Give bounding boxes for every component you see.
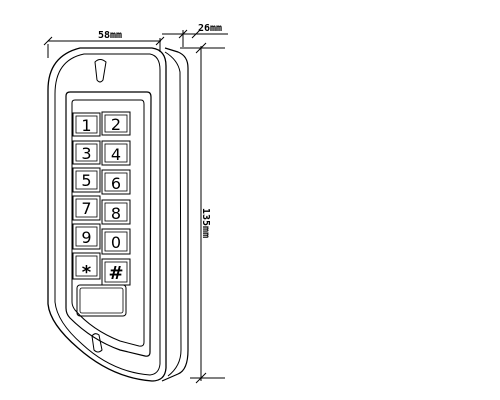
key-3-label: 3 (81, 144, 91, 163)
bottom-notch (91, 333, 103, 353)
outer-frame (47, 47, 167, 382)
height-label: 135mm (200, 208, 211, 238)
key-3[interactable]: 3 (72, 140, 101, 165)
key-6[interactable]: 6 (101, 169, 131, 195)
outer-frame-inner (54, 53, 161, 376)
width-label: 58mm (98, 30, 122, 41)
key-9[interactable]: 9 (72, 223, 101, 250)
key-0-label: 0 (111, 233, 121, 252)
side-shell (161, 47, 189, 382)
key-0[interactable]: 0 (101, 228, 131, 255)
card-reader-window (76, 284, 127, 317)
key-8[interactable]: 8 (101, 199, 131, 225)
key-hash-label: # (108, 263, 123, 284)
keypad-keys: 1 2 3 4 5 6 (72, 111, 131, 286)
keypad-panel-inner (71, 99, 145, 347)
key-1-label: 1 (81, 116, 91, 135)
key-5[interactable]: 5 (72, 167, 101, 193)
side-inner-edge (164, 51, 182, 377)
key-star-label: * (82, 262, 92, 283)
key-9-label: 9 (81, 228, 91, 247)
key-2[interactable]: 2 (101, 111, 131, 136)
key-7[interactable]: 7 (72, 195, 101, 221)
key-1[interactable]: 1 (72, 112, 101, 137)
depth-label: 26mm (198, 23, 222, 34)
key-5-label: 5 (81, 171, 91, 190)
depth-dimension (162, 29, 228, 47)
key-star[interactable]: * (72, 252, 101, 283)
top-notch (94, 59, 107, 83)
key-7-label: 7 (81, 199, 91, 218)
key-2-label: 2 (111, 115, 121, 134)
width-dimension (43, 36, 165, 58)
key-8-label: 8 (111, 204, 121, 223)
key-4-label: 4 (111, 145, 121, 164)
key-4[interactable]: 4 (101, 140, 131, 166)
key-hash[interactable]: # (101, 258, 131, 286)
keypad-panel (65, 91, 152, 357)
key-6-label: 6 (111, 174, 121, 193)
card-reader-window-inner (79, 287, 124, 314)
height-dimension (180, 42, 225, 384)
